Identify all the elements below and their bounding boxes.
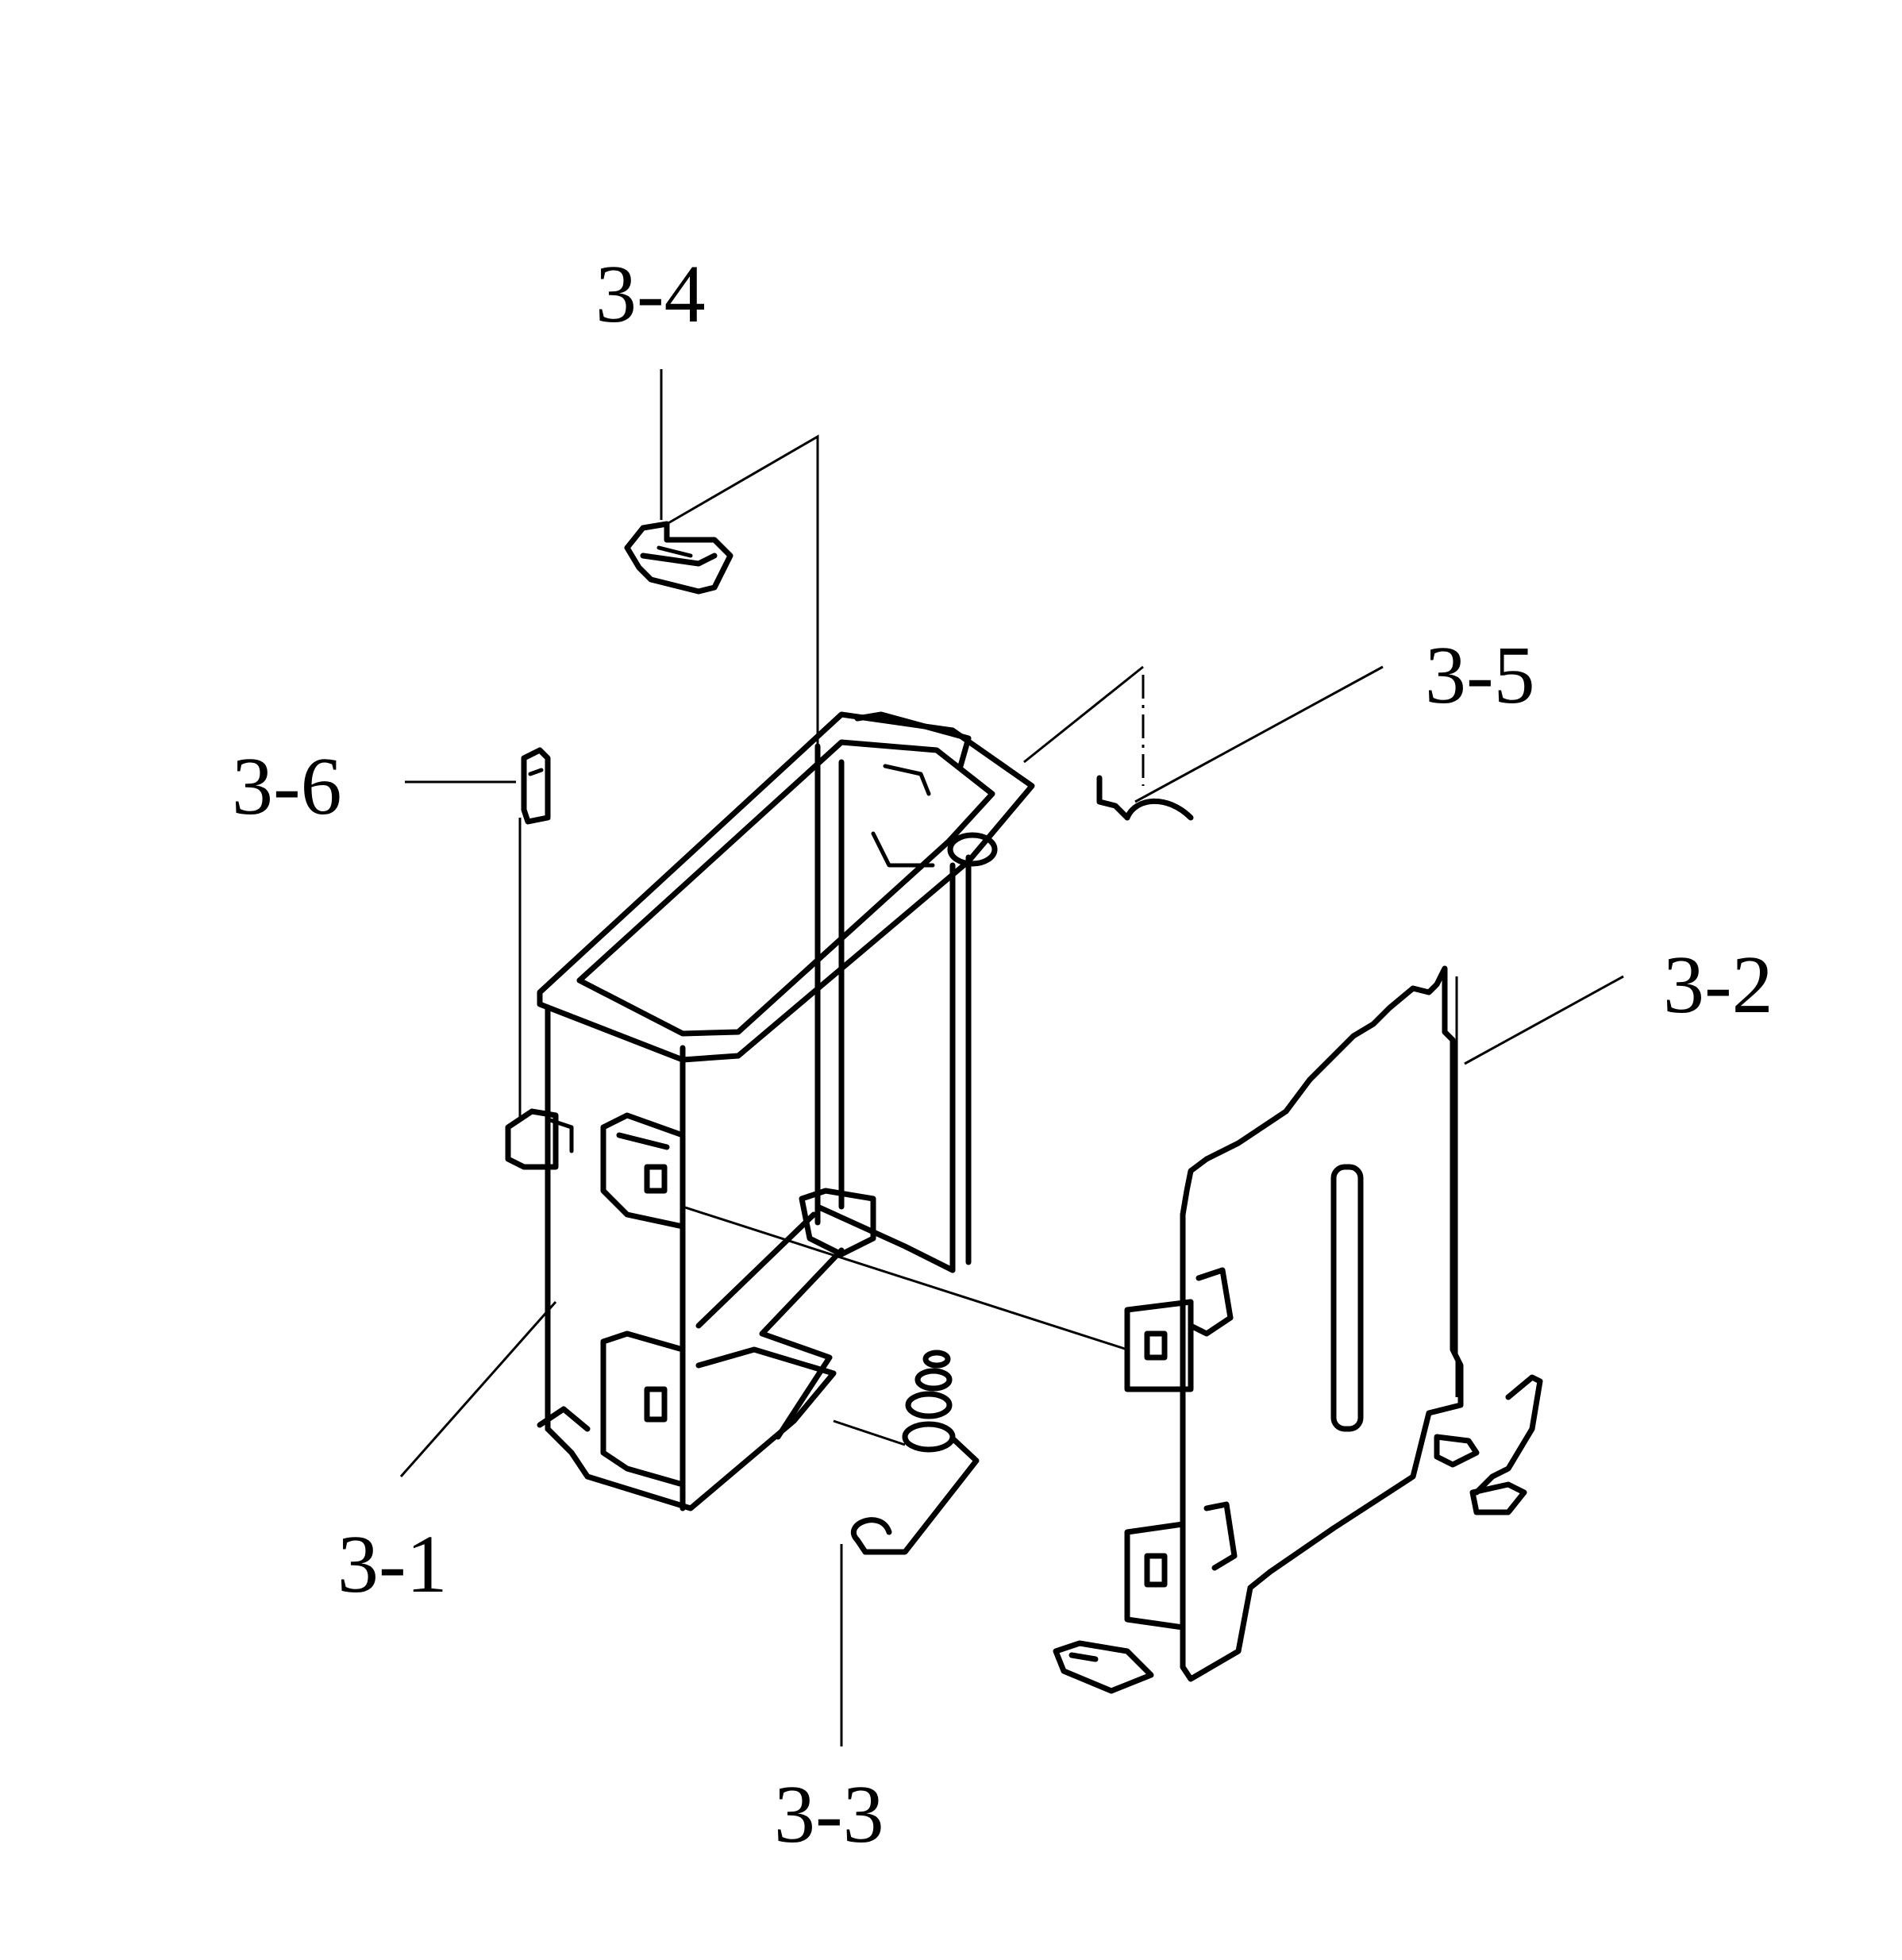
label-3-2: 3-2	[1663, 939, 1773, 1030]
label-3-4: 3-4	[595, 248, 706, 340]
part-3-4-clip	[624, 521, 733, 595]
callout-3-2	[1464, 975, 1624, 1065]
label-3-3: 3-3	[774, 1769, 884, 1860]
part-3-5-hook	[1096, 775, 1194, 821]
label-3-6: 3-6	[232, 741, 342, 832]
callout-3-5	[1134, 665, 1384, 803]
part-3-6-tab	[521, 747, 551, 825]
callout-3-1	[399, 1301, 557, 1477]
assembly-lines	[518, 434, 1458, 1731]
part-labels: 3-4 3-5 3-6 3-2 3-1 3-3	[232, 248, 1773, 1860]
part-3-1-frame	[505, 711, 1035, 1511]
callout-lines	[399, 369, 1624, 1746]
label-3-1: 3-1	[337, 1519, 448, 1610]
part-3-2-side-plate	[1053, 965, 1543, 1694]
label-3-5: 3-5	[1425, 630, 1535, 721]
part-3-3-spring	[850, 1350, 980, 1555]
